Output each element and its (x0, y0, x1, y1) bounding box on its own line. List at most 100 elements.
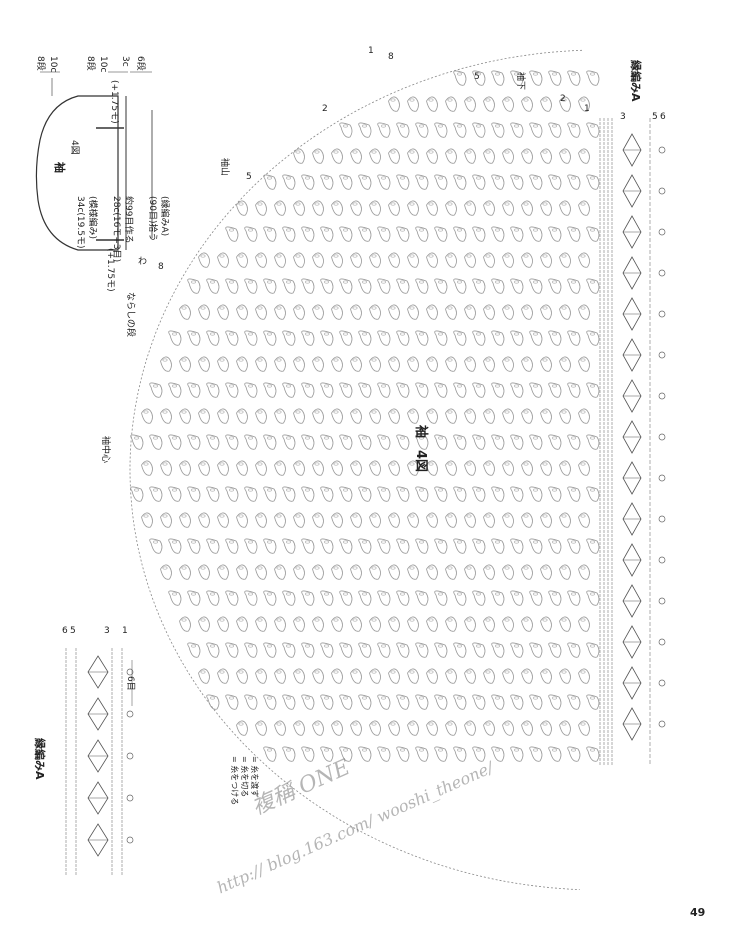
chain-loop (453, 382, 467, 398)
chain-stitch (342, 644, 348, 648)
chain-loop (415, 590, 429, 606)
chain-loop (396, 226, 410, 242)
chain-stitch (399, 280, 405, 284)
chain-loop (255, 512, 267, 528)
chain-loop (331, 564, 343, 580)
chain-stitch (380, 384, 386, 388)
chain-stitch (266, 540, 272, 544)
chain-stitch (570, 644, 576, 648)
chain-loop (586, 382, 600, 398)
chain-stitch (219, 670, 225, 674)
chain-loop (453, 122, 467, 138)
sleeve-outline (129, 49, 583, 890)
chain-stitch (447, 202, 453, 206)
chain-stitch (238, 514, 244, 518)
chain-loop (453, 226, 467, 242)
chain-loop (415, 382, 429, 398)
chain-loop (510, 486, 524, 502)
chain-stitch (561, 254, 567, 258)
chain-stitch (191, 280, 197, 284)
chain-loop (491, 538, 505, 554)
chain-stitch (561, 150, 567, 154)
chain-loop (426, 304, 438, 320)
chain-stitch (248, 280, 254, 284)
chain-stitch (314, 618, 320, 622)
chain-loop (225, 434, 239, 450)
chain-loop (388, 200, 400, 216)
chain-loop (491, 278, 505, 294)
chain-stitch (191, 384, 197, 388)
chain-loop (548, 642, 562, 658)
chain-stitch (314, 722, 320, 726)
picot (658, 351, 666, 359)
chain-stitch (589, 332, 595, 336)
chain-stitch (409, 566, 415, 570)
chain-stitch (475, 436, 481, 440)
chain-loop (521, 356, 533, 372)
chain-loop (396, 590, 410, 606)
chain-stitch (551, 540, 557, 544)
chain-loop (377, 746, 391, 762)
chain-loop (369, 668, 381, 684)
edge-repeat: 6目 (125, 676, 135, 691)
chain-loop (521, 252, 533, 268)
chain-stitch (200, 254, 206, 258)
chain-stitch (333, 462, 339, 466)
chain-stitch (570, 488, 576, 492)
chain-stitch (191, 488, 197, 492)
chain-stitch (266, 228, 272, 232)
chain-stitch (134, 436, 140, 440)
chain-loop (206, 694, 220, 710)
chain-stitch (580, 670, 586, 674)
chain-stitch (361, 488, 367, 492)
chain-stitch (266, 384, 272, 388)
chain-stitch (570, 592, 576, 596)
chain-loop (263, 174, 277, 190)
chain-loop (263, 382, 277, 398)
edging-diamond (622, 543, 642, 577)
chain-stitch (153, 436, 159, 440)
chain-stitch (276, 722, 282, 726)
chain-loop (521, 512, 533, 528)
chain-stitch (266, 176, 272, 180)
chain-loop (206, 538, 220, 554)
chain-stitch (589, 384, 595, 388)
chain-loop (510, 382, 524, 398)
chain-stitch (229, 332, 235, 336)
chain-loop (502, 200, 514, 216)
chain-loop (236, 356, 248, 372)
chain-loop (415, 642, 429, 658)
chain-stitch (143, 514, 149, 518)
chain-loop (578, 460, 590, 476)
chain-loop (187, 382, 201, 398)
chain-stitch (542, 514, 548, 518)
chain-stitch (333, 670, 339, 674)
chain-stitch (466, 462, 472, 466)
chain-stitch (504, 202, 510, 206)
chain-loop (149, 382, 163, 398)
chain-stitch (428, 150, 434, 154)
chain-loop (168, 382, 182, 398)
chain-stitch (589, 124, 595, 128)
chain-loop (206, 330, 220, 346)
chain-loop (472, 434, 486, 450)
chain-stitch (399, 436, 405, 440)
chain-loop (255, 720, 267, 736)
chain-stitch (285, 436, 291, 440)
chain-stitch (494, 748, 500, 752)
chain-stitch (361, 332, 367, 336)
chain-stitch (589, 696, 595, 700)
chain-loop (464, 564, 476, 580)
chain-stitch (266, 280, 272, 284)
chain-stitch (485, 670, 491, 674)
chain-loop (301, 694, 315, 710)
chain-loop (434, 486, 448, 502)
chain-stitch (456, 176, 462, 180)
chain-stitch (134, 488, 140, 492)
chain-stitch (323, 748, 329, 752)
chain-stitch (333, 202, 339, 206)
chain-stitch (238, 358, 244, 362)
chain-loop (358, 538, 372, 554)
chain-loop (415, 122, 429, 138)
chain-loop (225, 590, 239, 606)
